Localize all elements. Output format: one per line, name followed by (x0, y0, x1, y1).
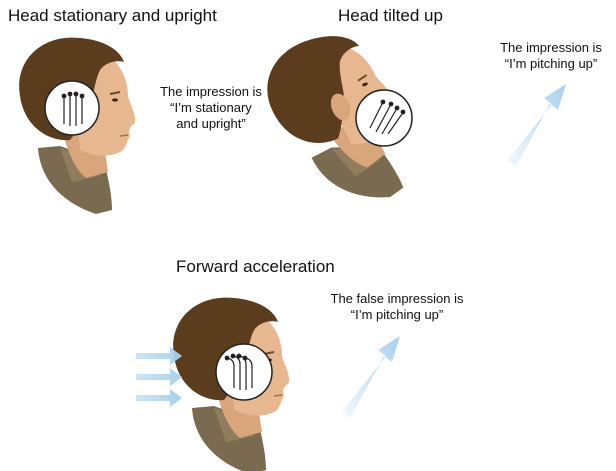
panel-1-inner-ear-icon (45, 81, 99, 135)
panel-3-inner-ear-icon (216, 344, 272, 400)
panel-3-acceleration-arrow-icon (136, 347, 182, 407)
panel-2-pitch-arrow-icon (508, 84, 566, 166)
panel-2-inner-ear-icon (356, 90, 412, 146)
panel-3-pitch-arrow-icon (342, 336, 400, 418)
